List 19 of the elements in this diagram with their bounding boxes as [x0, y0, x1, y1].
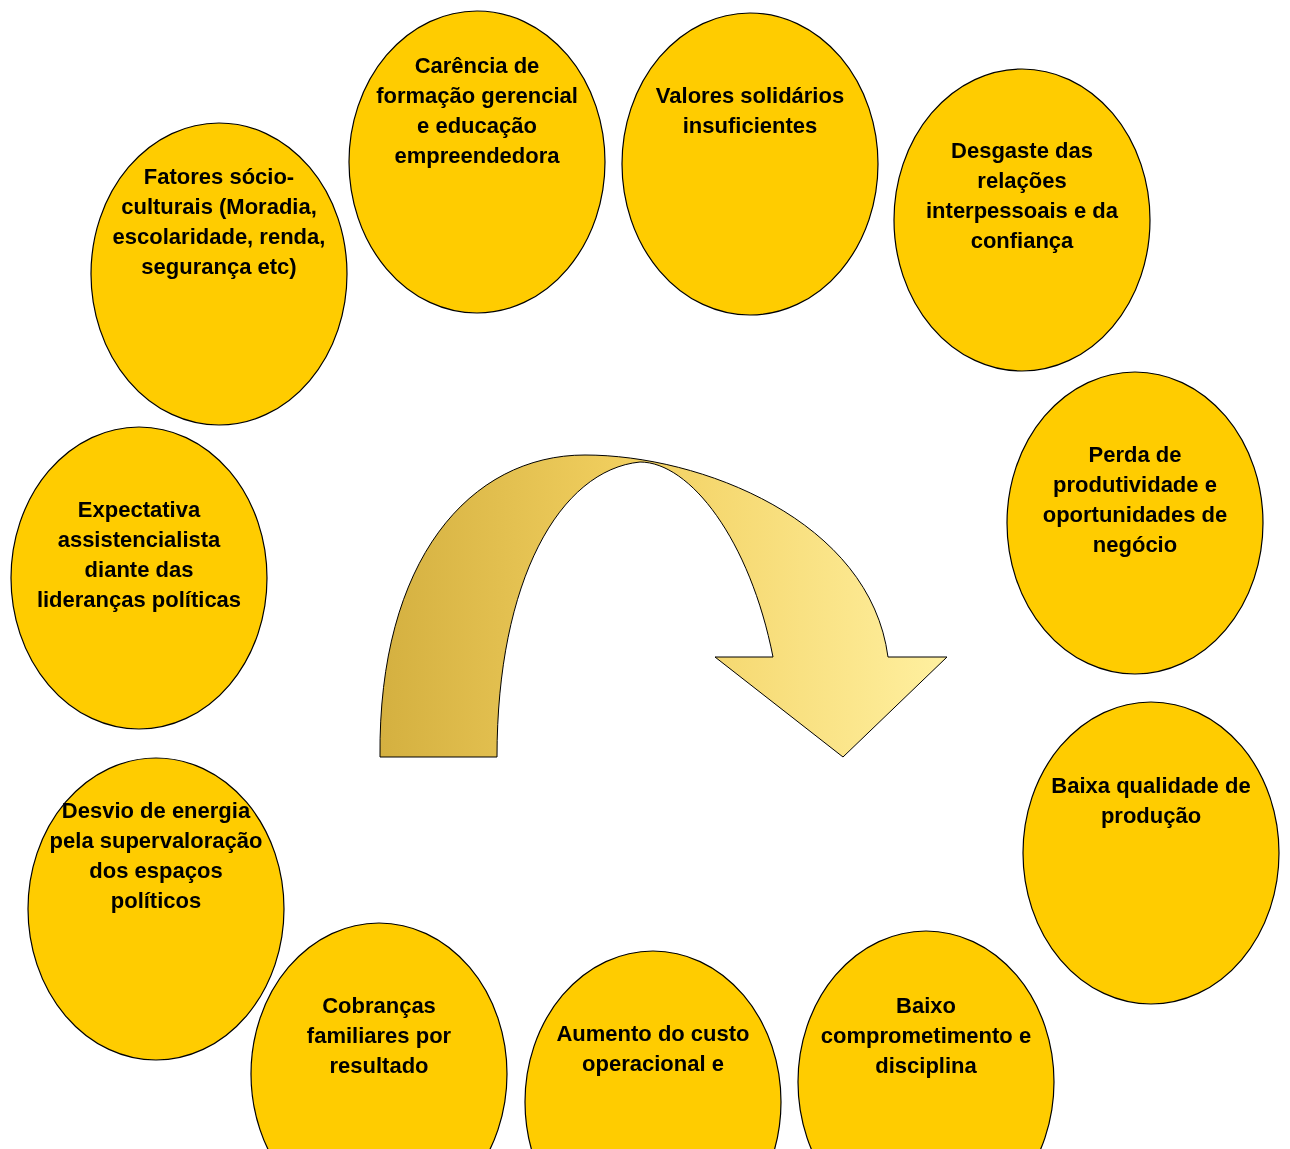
cause-ellipse [1006, 371, 1264, 675]
cause-ellipse [348, 10, 606, 314]
cause-ellipse [621, 12, 879, 316]
cause-text: Cobranças familiares por resultado [305, 992, 453, 1080]
cause-ellipse [27, 757, 285, 1061]
cause-text: Desgaste das relações interpessoais e da confiança [925, 137, 1119, 255]
cause-text: Fatores sócio-culturais (Moradia, escolaridade, renda, segurança etc) [111, 163, 327, 281]
cause-text: Aumento do custo operacional e [555, 1020, 751, 1078]
cause-ellipse [90, 122, 348, 426]
cause-ellipse [1022, 701, 1280, 1005]
cause-text: Carência de formação gerencial e educação empreendedora [375, 52, 579, 170]
cause-text: Desvio de energia pela supervaloração dos espaços políticos [48, 797, 264, 915]
cause-text: Expectativa assistencialista diante das lideranças políticas [35, 496, 243, 614]
cause-text: Perda de produtividade e oportunidades de negócio [1041, 441, 1229, 559]
cause-ellipse [893, 68, 1151, 372]
cause-text: Baixa qualidade de produção [1051, 772, 1251, 830]
cause-ellipse [10, 426, 268, 730]
cause-text: Valores solidários insuficientes [654, 82, 846, 140]
cause-text: Baixo comprometimento e disciplina [819, 992, 1033, 1080]
